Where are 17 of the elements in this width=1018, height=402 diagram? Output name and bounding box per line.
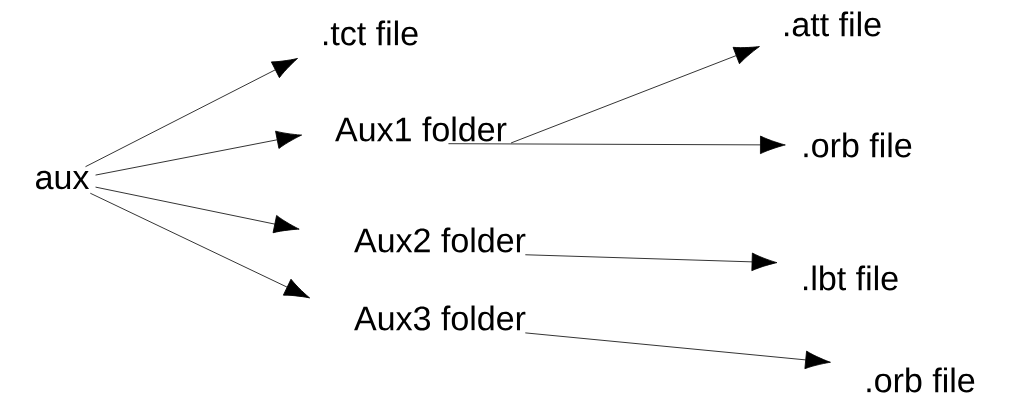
- arrow: [510, 46, 760, 144]
- node-label: Aux2 folder: [354, 227, 526, 253]
- arrow: [95, 130, 303, 176]
- node-label: .lbt file: [804, 265, 898, 291]
- node-label: .orb file: [867, 367, 975, 393]
- arrow: [89, 192, 310, 299]
- node-label: Aux3 folder: [354, 305, 526, 331]
- arrow: [524, 332, 831, 370]
- arrow: [95, 186, 300, 234]
- node-label: aux: [36, 170, 90, 190]
- arrow: [85, 58, 298, 168]
- arrow: [524, 252, 778, 272]
- node-label: .tct file: [324, 20, 418, 46]
- node-label: .orb file: [804, 132, 912, 158]
- node-label: Aux1 folder: [335, 116, 507, 142]
- node-label: .att file: [785, 11, 881, 37]
- arrow: [448, 135, 786, 155]
